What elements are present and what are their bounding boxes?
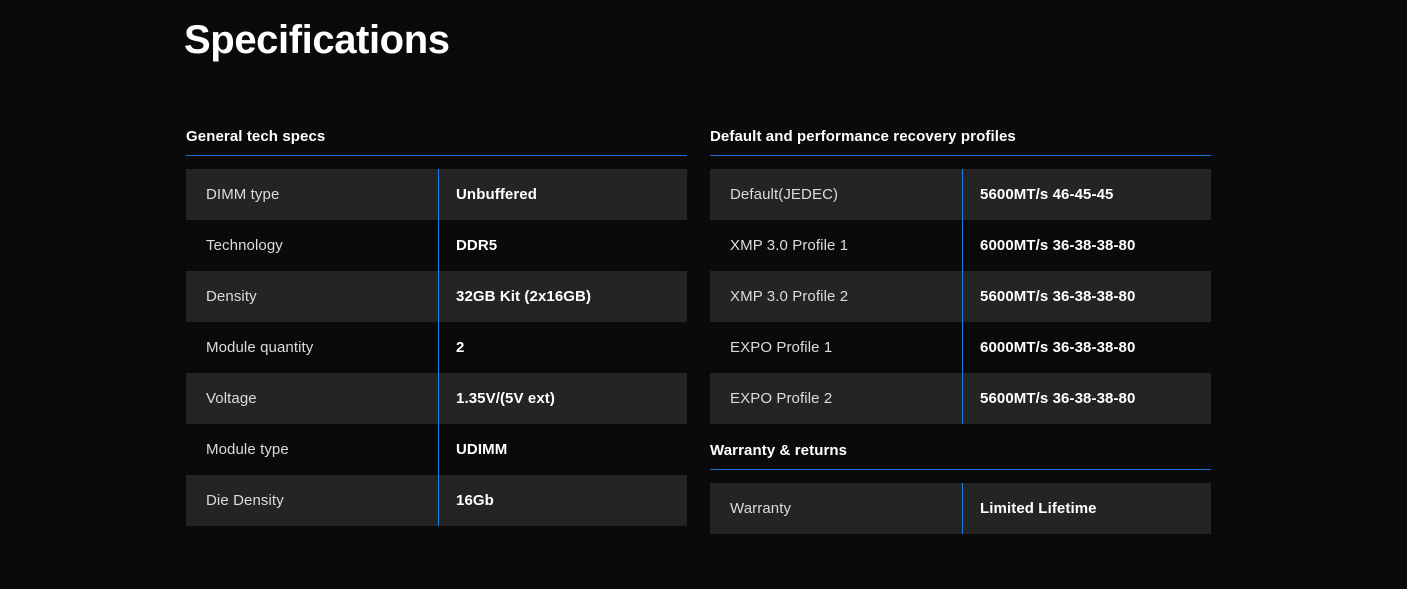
spec-row: EXPO Profile 2 5600MT/s 36-38-38-80: [710, 373, 1211, 424]
spec-row: XMP 3.0 Profile 1 6000MT/s 36-38-38-80: [710, 220, 1211, 271]
spec-label: EXPO Profile 1: [730, 339, 833, 356]
spec-row: Voltage 1.35V/(5V ext): [186, 373, 687, 424]
spec-row: Module quantity 2: [186, 322, 687, 373]
section-underline: [186, 155, 687, 156]
spec-value: Limited Lifetime: [980, 500, 1097, 517]
spec-row: XMP 3.0 Profile 2 5600MT/s 36-38-38-80: [710, 271, 1211, 322]
spec-value: 16Gb: [456, 492, 494, 509]
spec-section: Default and performance recovery profile…: [710, 128, 1211, 424]
spec-row: Technology DDR5: [186, 220, 687, 271]
spec-row: Density 32GB Kit (2x16GB): [186, 271, 687, 322]
spec-value: DDR5: [456, 237, 498, 254]
spec-value: UDIMM: [456, 441, 508, 458]
spec-row: Warranty Limited Lifetime: [710, 483, 1211, 534]
spec-value: 5600MT/s 46-45-45: [980, 186, 1114, 203]
spec-value: 6000MT/s 36-38-38-80: [980, 237, 1136, 254]
spec-value: Unbuffered: [456, 186, 537, 203]
spec-label: Module type: [206, 441, 289, 458]
spec-row: Default(JEDEC) 5600MT/s 46-45-45: [710, 169, 1211, 220]
spec-value: 5600MT/s 36-38-38-80: [980, 288, 1136, 305]
spec-label: Voltage: [206, 390, 257, 407]
spec-label: XMP 3.0 Profile 1: [730, 237, 849, 254]
spec-value: 32GB Kit (2x16GB): [456, 288, 592, 305]
spec-value: 2: [456, 339, 465, 356]
spec-row: Module type UDIMM: [186, 424, 687, 475]
spec-row: DIMM type Unbuffered: [186, 169, 687, 220]
right-column: Default and performance recovery profile…: [710, 128, 1211, 534]
section-title: Warranty & returns: [710, 442, 848, 459]
spec-label: Module quantity: [206, 339, 314, 356]
spec-value: 1.35V/(5V ext): [456, 390, 555, 407]
spec-label: Technology: [206, 237, 283, 254]
spec-value: 5600MT/s 36-38-38-80: [980, 390, 1136, 407]
section-underline: [710, 469, 1211, 470]
section-underline: [710, 155, 1211, 156]
spec-label: EXPO Profile 2: [730, 390, 833, 407]
spec-value: 6000MT/s 36-38-38-80: [980, 339, 1136, 356]
spec-table: Warranty Limited Lifetime: [710, 483, 1211, 534]
spec-row: Die Density 16Gb: [186, 475, 687, 526]
spec-row: EXPO Profile 1 6000MT/s 36-38-38-80: [710, 322, 1211, 373]
page-title: Specifications: [184, 18, 450, 62]
spec-label: Density: [206, 288, 257, 305]
spec-label: DIMM type: [206, 186, 280, 203]
spec-label: XMP 3.0 Profile 2: [730, 288, 849, 305]
spec-label: Die Density: [206, 492, 284, 509]
section-title: General tech specs: [186, 128, 326, 145]
spec-label: Default(JEDEC): [730, 186, 839, 203]
section-title: Default and performance recovery profile…: [710, 128, 1016, 145]
spec-label: Warranty: [730, 500, 792, 517]
